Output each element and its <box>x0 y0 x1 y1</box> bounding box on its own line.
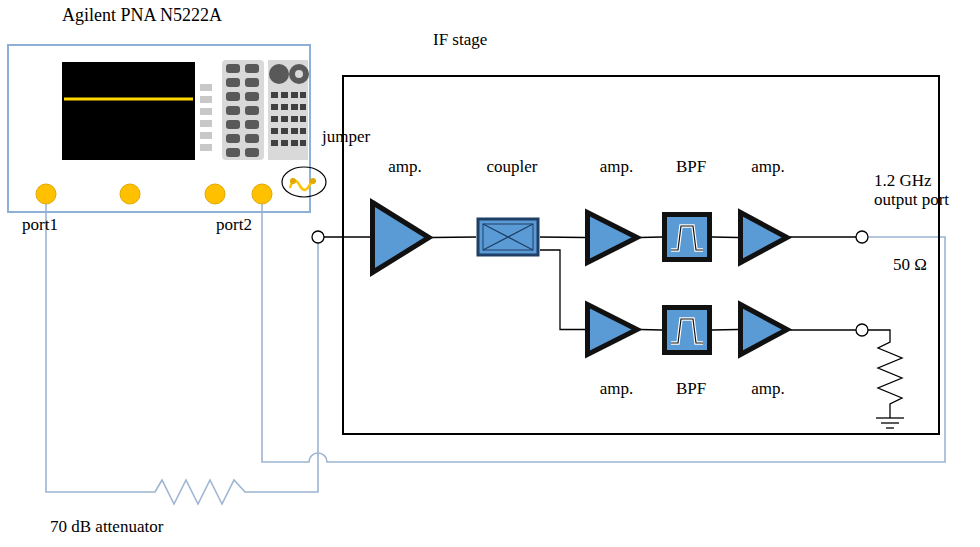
network-analyzer <box>8 45 310 212</box>
node-label: IF stage <box>433 31 487 50</box>
signal-wire <box>712 329 738 331</box>
coupler-symbol: coupler <box>476 217 540 257</box>
node-label: BPF <box>676 158 706 177</box>
amplifier-symbol: amp. <box>370 200 432 275</box>
amplifier-symbol: amp. <box>738 210 790 265</box>
amplifier-symbol-outline <box>738 210 790 265</box>
signal-wire <box>540 236 585 238</box>
signal-wire <box>640 236 662 238</box>
attenuator-label: 70 dB attenuator <box>50 518 163 537</box>
node-label: coupler <box>487 158 538 177</box>
amplifier-symbol: amp. <box>585 210 640 265</box>
node-label: BPF <box>676 380 706 399</box>
resistor-value: 50 Ω <box>893 256 927 275</box>
jumper-symbol <box>282 167 326 197</box>
instrument-name: Agilent PNA N5222A <box>62 6 222 26</box>
amplifier-symbol-outline <box>585 302 640 357</box>
node-label: amp. <box>388 158 422 177</box>
bandpass-filter-symbol: BPF <box>662 212 712 262</box>
signal-wire <box>712 236 738 238</box>
node-label: amp. <box>600 380 634 399</box>
amplifier-symbol-outline <box>370 200 432 275</box>
node-label: amp. <box>751 380 785 399</box>
test-cable <box>46 204 945 504</box>
amplifier-symbol-outline <box>585 210 640 265</box>
port-label: 1.2 GHz output port <box>874 172 974 209</box>
callout-label: jumper <box>322 128 370 147</box>
bandpass-filter-symbol-outline <box>662 305 712 355</box>
amplifier-symbol: amp. <box>585 302 640 357</box>
signal-wire <box>540 250 585 330</box>
node-label: amp. <box>751 158 785 177</box>
bandpass-filter-symbol: BPF <box>662 305 712 355</box>
signal-wire <box>640 329 662 331</box>
signal-wire <box>432 236 476 238</box>
coupler-symbol-outline <box>476 217 540 257</box>
bandpass-filter-symbol-outline <box>662 212 712 262</box>
amplifier-symbol: amp. <box>738 302 790 357</box>
port-label: port1 <box>22 216 58 235</box>
amplifier-symbol-outline <box>738 302 790 357</box>
stage-box: IF stageamp.coupleramp.BPFamp.amp.BPFamp… <box>342 75 940 435</box>
port-label: port2 <box>216 216 252 235</box>
node-label: amp. <box>600 158 634 177</box>
resistor-symbol <box>868 330 904 428</box>
stage-box-outline <box>342 75 940 435</box>
